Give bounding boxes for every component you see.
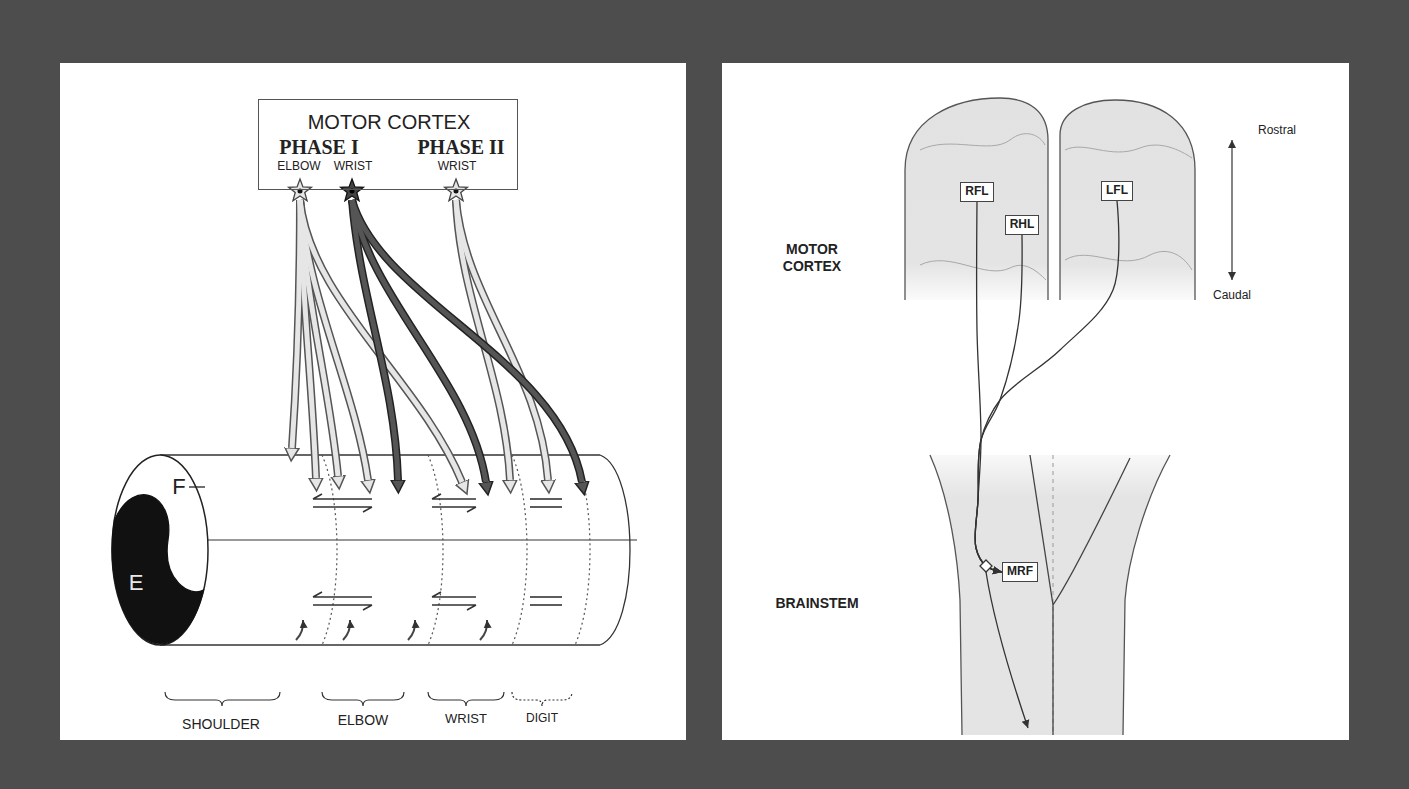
- art-g: [352, 200, 582, 482]
- axis-label: Caudal: [1213, 288, 1251, 302]
- art-path: [352, 200, 582, 482]
- art-path: [530, 506, 562, 508]
- brainstem: [930, 455, 1170, 735]
- art-path: [920, 134, 1045, 150]
- region-label: MOTOR CORTEX: [770, 241, 854, 275]
- art-ellipse: [112, 455, 208, 645]
- joint-label: WRIST: [438, 160, 477, 173]
- segment-dividers: [322, 455, 590, 645]
- art-path: [920, 261, 1046, 280]
- art-path: [1060, 100, 1195, 300]
- reticulospinal-line: [986, 572, 1028, 728]
- region-title: MOTOR CORTEX: [308, 111, 471, 133]
- box-label: RFL: [965, 185, 988, 199]
- muscle-label: E: [129, 570, 144, 596]
- art-path: [930, 455, 962, 735]
- art-path: [408, 620, 415, 640]
- axis-arrow: [1231, 140, 1232, 280]
- art-path: [313, 494, 372, 499]
- left-panel: [60, 63, 686, 740]
- art-path: [512, 692, 572, 706]
- leader-line: [189, 486, 205, 487]
- phase-label: PHASE II: [417, 136, 504, 158]
- joint-label: ELBOW: [277, 160, 320, 173]
- box-label: MRF: [1007, 565, 1033, 579]
- area-box: LFL: [1101, 181, 1133, 201]
- phase1-wrist-neuron-axons: [352, 200, 582, 482]
- art-path: [313, 592, 372, 597]
- art-path: [600, 455, 630, 645]
- art-path: [322, 692, 404, 706]
- segment-label: WRIST: [445, 711, 487, 727]
- art-path: [512, 455, 527, 645]
- art-path: [530, 596, 562, 598]
- art-path: [208, 540, 637, 541]
- cortex-box: MOTOR CORTEX PHASE I PHASE II ELBOW WRIST WRI…: [258, 99, 518, 190]
- art-path: [1123, 455, 1170, 735]
- art-path: [300, 200, 462, 482]
- afferent-arrows: [296, 620, 487, 640]
- art-path: [160, 644, 600, 645]
- segment-label: DIGIT: [526, 711, 558, 725]
- right-panel: [722, 63, 1349, 740]
- art-path: [1065, 251, 1192, 270]
- art-g: [352, 200, 582, 482]
- art-path: [428, 692, 504, 706]
- art-path: [1060, 100, 1195, 300]
- pathway-line: [975, 201, 1119, 572]
- art-path: [432, 494, 476, 499]
- extensor-region: [112, 495, 203, 644]
- art-path: [428, 455, 443, 645]
- area-box: RHL: [1005, 215, 1040, 235]
- art-path: [322, 455, 337, 645]
- art-path: [432, 592, 476, 597]
- art-path: [1065, 145, 1192, 158]
- art-path: [343, 620, 350, 640]
- art-path: [165, 692, 280, 706]
- pathway-line: [975, 235, 1022, 572]
- box-label: LFL: [1106, 184, 1128, 198]
- art-path: [432, 605, 476, 610]
- art-path: [300, 200, 462, 482]
- segment-label: SHOULDER: [182, 716, 260, 733]
- axis-label: Rostral: [1258, 123, 1296, 137]
- phase-label: PHASE I: [279, 136, 358, 158]
- limb-cylinder: [112, 455, 637, 645]
- area-box: MRF: [1002, 562, 1038, 582]
- art-path: [313, 605, 372, 610]
- segment-label: ELBOW: [338, 712, 389, 729]
- reciprocal-arrows: [313, 494, 562, 610]
- art-path: [313, 507, 372, 512]
- synapse-diamond: [980, 560, 992, 572]
- art-path: [530, 604, 562, 606]
- art-path: [530, 498, 562, 500]
- art-path: [160, 454, 600, 455]
- art-path: [352, 200, 582, 482]
- joint-label: WRIST: [334, 160, 373, 173]
- art-path: [575, 455, 590, 645]
- art-path: [930, 455, 1170, 735]
- pathway-line: [975, 202, 1002, 572]
- muscle-label: F: [172, 474, 185, 500]
- art-path: [432, 507, 476, 512]
- area-box: RFL: [960, 182, 993, 202]
- region-label: BRAINSTEM: [775, 595, 858, 612]
- box-label: RHL: [1010, 218, 1035, 232]
- segment-braces: [165, 692, 572, 706]
- art-path: [480, 620, 487, 640]
- tract-lines: [1030, 455, 1130, 735]
- hemispheres: [905, 98, 1195, 300]
- art-g: [920, 134, 1192, 280]
- art-path: [296, 620, 303, 640]
